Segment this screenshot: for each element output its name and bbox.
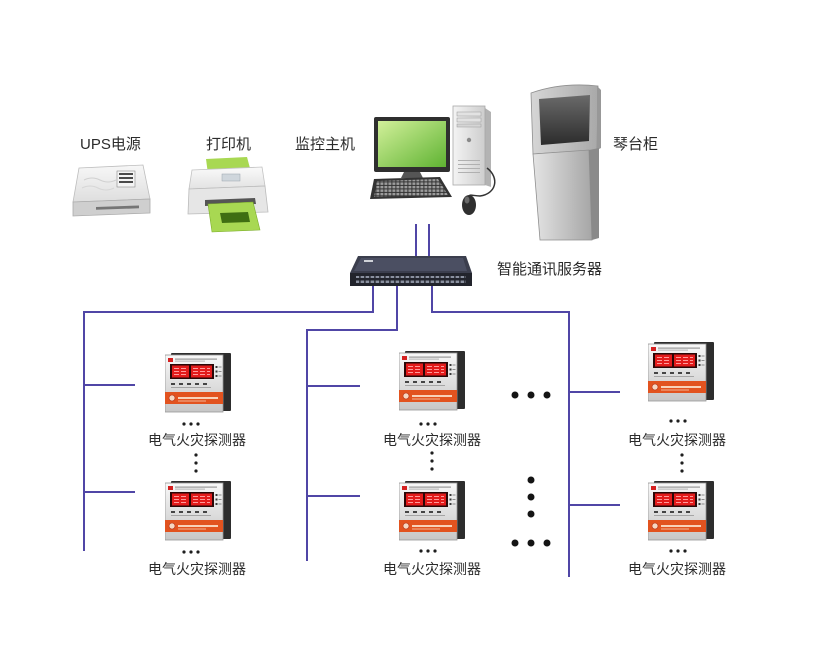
ellipsis-dots xyxy=(182,550,200,554)
detector-unit-middle-bottom: 电气火灾探测器 xyxy=(383,481,481,577)
detector-label: 电气火灾探测器 xyxy=(148,561,246,577)
detector-device-icon xyxy=(648,342,714,402)
pc-tower-icon xyxy=(452,105,491,187)
detector-device-icon xyxy=(165,481,231,541)
ellipsis-dots xyxy=(669,549,687,553)
printer-device-icon xyxy=(187,157,269,233)
detector-device-icon xyxy=(648,481,714,541)
detector-unit-right-top: 电气火灾探测器 xyxy=(628,342,726,473)
server-label: 智能通讯服务器 xyxy=(497,260,602,278)
detector-unit-left-top: 电气火灾探测器 xyxy=(148,353,246,473)
monitor-icon xyxy=(374,117,450,178)
printer-label: 打印机 xyxy=(206,136,251,153)
ellipsis-dots xyxy=(419,549,437,553)
vertical-ellipsis-dots xyxy=(194,453,198,473)
ups-device-icon xyxy=(72,164,151,217)
detector-label: 电气火灾探测器 xyxy=(383,561,481,577)
detector-device-icon xyxy=(399,481,465,541)
vertical-ellipsis-dots xyxy=(430,451,434,471)
network-lines xyxy=(83,224,620,577)
cabinet-label: 琴台柜 xyxy=(613,136,658,153)
ellipsis-dots xyxy=(419,422,437,426)
keyboard-icon xyxy=(370,177,452,199)
ellipsis-dots xyxy=(182,422,200,426)
right-bus-line xyxy=(431,286,570,577)
detector-label: 电气火灾探测器 xyxy=(628,432,726,448)
host-computer-icon xyxy=(370,105,496,215)
middle-bus-line xyxy=(306,286,398,561)
detector-unit-middle-top: 电气火灾探测器 xyxy=(383,351,481,471)
large-ellipsis-dots xyxy=(511,391,551,547)
detector-device-icon xyxy=(165,353,231,413)
ups-label: UPS电源 xyxy=(80,136,141,153)
mouse-icon xyxy=(462,195,476,215)
detector-unit-right-bottom: 电气火灾探测器 xyxy=(628,481,726,577)
detector-label: 电气火灾探测器 xyxy=(148,432,246,448)
mouse-cable xyxy=(468,167,496,197)
left-bus-line xyxy=(83,286,374,551)
detector-unit-left-bottom: 电气火灾探测器 xyxy=(148,481,246,577)
ellipsis-dots xyxy=(669,419,687,423)
vertical-ellipsis-dots xyxy=(680,453,684,473)
host-label: 监控主机 xyxy=(295,136,355,153)
detector-label: 电气火灾探测器 xyxy=(628,561,726,577)
cabinet-device-icon xyxy=(530,84,601,241)
detector-device-icon xyxy=(399,351,465,411)
switch-device-icon xyxy=(350,256,472,286)
detector-label: 电气火灾探测器 xyxy=(383,432,481,448)
